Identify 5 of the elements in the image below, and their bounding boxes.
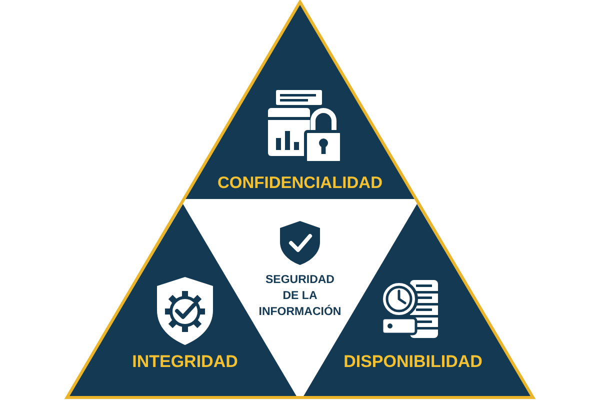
section-title: DISPONIBILIDAD	[344, 352, 482, 371]
section-title: CONFIDENCIALIDAD	[218, 174, 382, 193]
section-title: INTEGRIDAD	[132, 352, 238, 371]
center-caption: SEGURIDAD DE LA INFORMACIÓN	[258, 273, 342, 320]
triangle-panel	[183, 3, 417, 199]
